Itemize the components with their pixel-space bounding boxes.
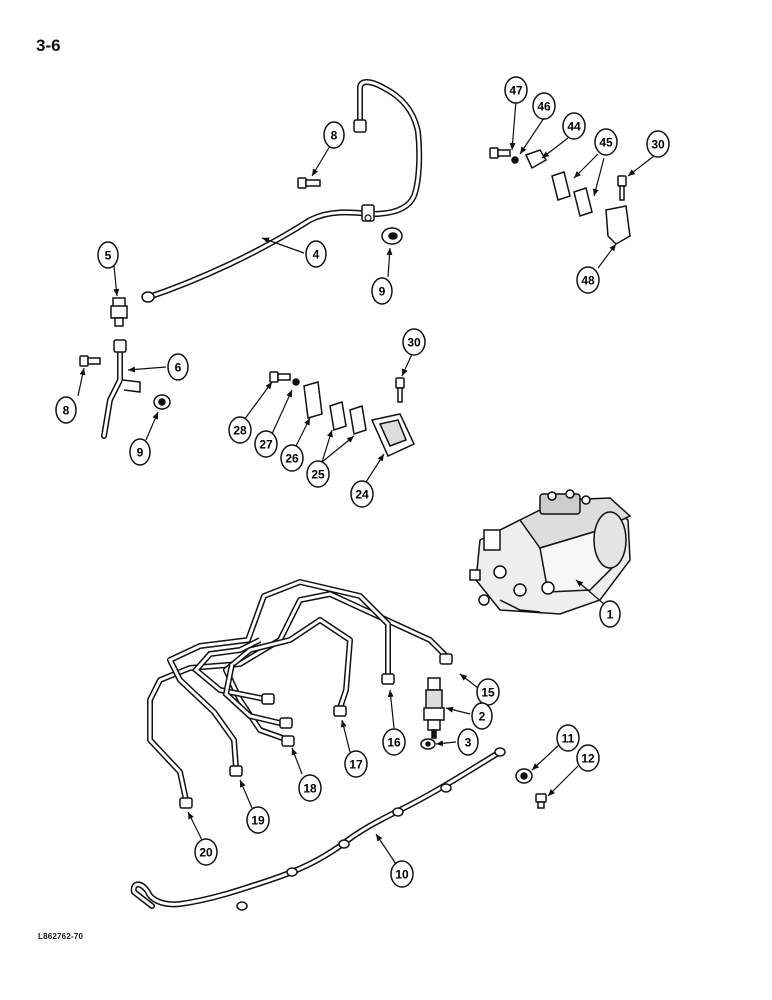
bolt-8-upper xyxy=(297,177,321,189)
connector-5 xyxy=(110,297,128,327)
washer-3 xyxy=(420,738,436,750)
leak-off-pipe-6 xyxy=(101,339,141,439)
callout-47: 47 xyxy=(504,76,528,104)
upper-fuel-line-part xyxy=(141,79,423,303)
svg-text:45: 45 xyxy=(599,136,613,150)
svg-text:44: 44 xyxy=(567,120,581,134)
callout-30-middle: 30 xyxy=(402,328,426,356)
callout-45: 45 xyxy=(594,128,618,156)
svg-text:11: 11 xyxy=(562,732,575,746)
svg-text:18: 18 xyxy=(303,782,317,796)
callout-18: 18 xyxy=(298,774,322,802)
callout-2: 2 xyxy=(471,702,493,730)
svg-text:20: 20 xyxy=(199,846,213,860)
svg-text:28: 28 xyxy=(233,424,247,438)
grommet-9-upper xyxy=(381,227,403,245)
svg-text:17: 17 xyxy=(349,758,363,772)
page-section-number: 3-6 xyxy=(36,36,61,55)
callout-20: 20 xyxy=(194,838,218,866)
callout-11: 11 xyxy=(556,724,580,752)
svg-text:16: 16 xyxy=(387,736,401,750)
svg-text:2: 2 xyxy=(479,710,486,724)
svg-text:5: 5 xyxy=(105,249,112,263)
callout-9-upper: 9 xyxy=(371,277,393,305)
callout-44: 44 xyxy=(562,112,586,140)
svg-text:30: 30 xyxy=(407,336,421,350)
svg-text:6: 6 xyxy=(175,361,182,375)
line-nuts xyxy=(179,653,453,809)
callout-12: 12 xyxy=(576,744,600,772)
svg-text:1: 1 xyxy=(607,608,614,622)
grommet-9-lower xyxy=(153,394,171,410)
svg-text:9: 9 xyxy=(379,285,386,299)
banjo-11-bolt-12 xyxy=(515,768,547,809)
clamp-assembly-upper xyxy=(489,147,631,245)
callout-26: 26 xyxy=(280,444,304,472)
callout-19: 19 xyxy=(246,806,270,834)
callout-8-upper: 8 xyxy=(323,121,345,149)
callout-28: 28 xyxy=(228,416,252,444)
callout-16: 16 xyxy=(382,728,406,756)
callout-24: 24 xyxy=(350,480,374,508)
svg-text:9: 9 xyxy=(137,446,144,460)
callout-48: 48 xyxy=(576,266,600,294)
svg-text:19: 19 xyxy=(251,814,265,828)
callout-3: 3 xyxy=(457,728,479,756)
injector-part xyxy=(423,677,445,739)
svg-text:3: 3 xyxy=(465,736,472,750)
callout-1: 1 xyxy=(599,600,621,628)
svg-text:12: 12 xyxy=(581,752,595,766)
svg-text:47: 47 xyxy=(509,84,523,98)
svg-text:24: 24 xyxy=(355,488,369,502)
callout-6: 6 xyxy=(167,353,189,381)
callout-46: 46 xyxy=(532,92,556,120)
svg-text:8: 8 xyxy=(63,404,70,418)
callout-30-upper: 30 xyxy=(646,130,670,158)
svg-text:4: 4 xyxy=(313,248,320,262)
callout-10: 10 xyxy=(390,860,414,888)
svg-text:8: 8 xyxy=(331,129,338,143)
svg-text:10: 10 xyxy=(395,868,409,882)
callout-25: 25 xyxy=(306,460,330,488)
drawing-code: L862762-70 xyxy=(38,932,84,941)
svg-text:30: 30 xyxy=(651,138,665,152)
svg-text:48: 48 xyxy=(581,274,595,288)
svg-text:15: 15 xyxy=(481,686,495,700)
callout-17: 17 xyxy=(344,750,368,778)
injector-lines xyxy=(147,579,449,801)
clamp-assembly-middle xyxy=(269,371,415,457)
callout-5: 5 xyxy=(97,241,119,269)
svg-text:26: 26 xyxy=(285,452,299,466)
svg-text:27: 27 xyxy=(259,438,273,452)
callout-15: 15 xyxy=(476,678,500,706)
bolt-8-lower xyxy=(79,355,101,367)
leader-lines xyxy=(77,100,655,865)
callout-8-lower: 8 xyxy=(55,396,77,424)
svg-text:46: 46 xyxy=(537,100,551,114)
callout-9-lower: 9 xyxy=(129,438,151,466)
leak-off-pipe-10 xyxy=(130,747,506,911)
injection-pump-part xyxy=(469,489,632,615)
svg-text:25: 25 xyxy=(311,468,325,482)
callout-4: 4 xyxy=(305,240,327,268)
callout-27: 27 xyxy=(254,430,278,458)
